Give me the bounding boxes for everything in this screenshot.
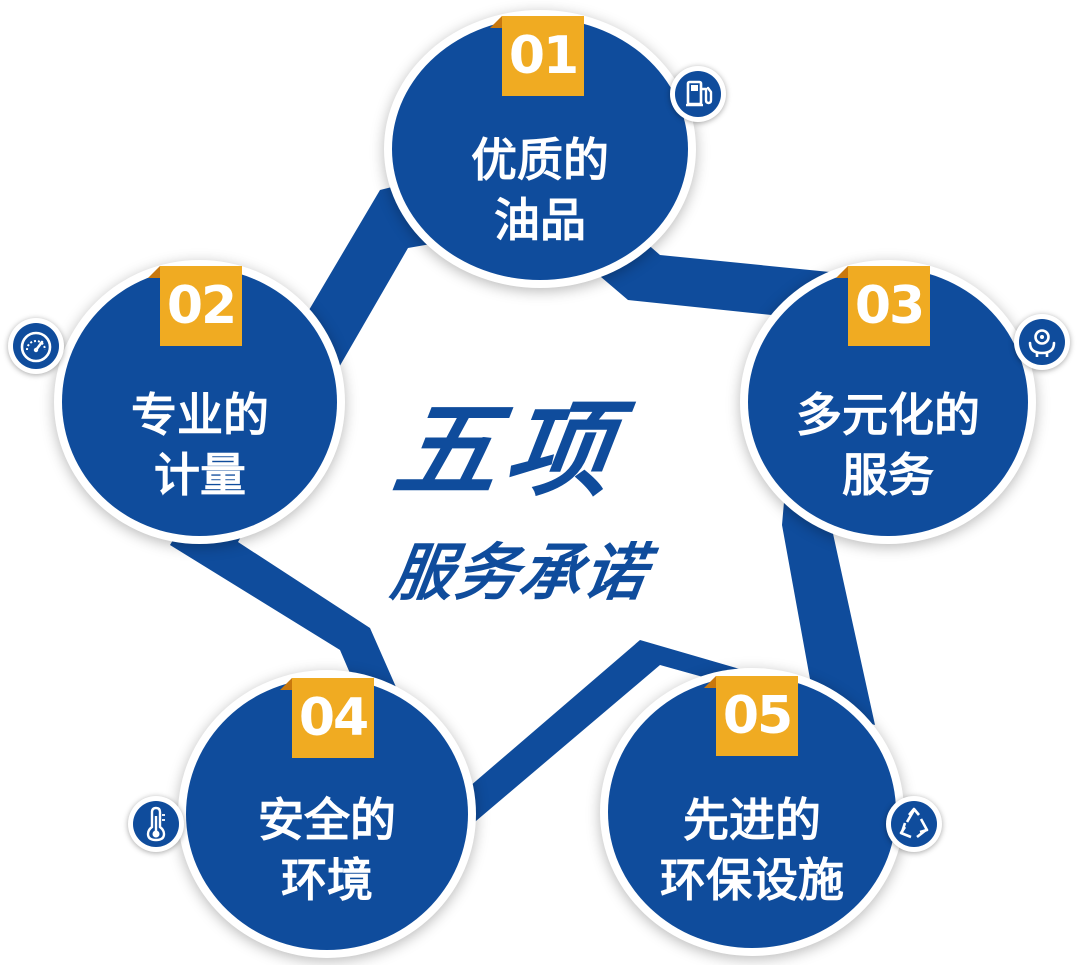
promise-line2-05: 环保设施 <box>660 853 844 907</box>
promise-line2-02: 计量 <box>154 448 246 502</box>
promise-line1-01: 优质的 <box>471 133 609 187</box>
recycle-icon <box>886 796 942 852</box>
promise-label-03: 多元化的 服务 <box>760 385 1016 505</box>
promise-line1-03: 多元化的 <box>796 388 980 442</box>
center-title: 五项 <box>386 389 628 511</box>
promise-number-03: 03 <box>836 266 930 346</box>
star-inner <box>238 225 812 805</box>
promise-line2-01: 油品 <box>494 193 586 247</box>
promise-line2-04: 环境 <box>281 853 373 907</box>
fuel-pump-icon <box>670 66 726 122</box>
promise-line2-03: 服务 <box>842 448 934 502</box>
promise-number-01: 01 <box>490 16 584 96</box>
promise-label-01: 优质的 油品 <box>420 130 660 250</box>
promise-line1-04: 安全的 <box>258 793 396 847</box>
promise-number-04: 04 <box>280 678 374 758</box>
promise-label-05: 先进的 环保设施 <box>616 790 888 910</box>
hand-service-icon <box>1014 314 1070 370</box>
promise-line1-05: 先进的 <box>683 793 821 847</box>
speedometer-gauge-icon <box>8 318 64 374</box>
thermometer-icon <box>128 796 184 852</box>
promise-label-02: 专业的 计量 <box>80 385 320 505</box>
promise-number-05: 05 <box>704 676 798 756</box>
promise-number-02: 02 <box>148 266 242 346</box>
promise-label-04: 安全的 环境 <box>206 790 448 910</box>
promise-line1-02: 专业的 <box>131 388 269 442</box>
center-subtitle: 服务承诺 <box>386 536 654 609</box>
